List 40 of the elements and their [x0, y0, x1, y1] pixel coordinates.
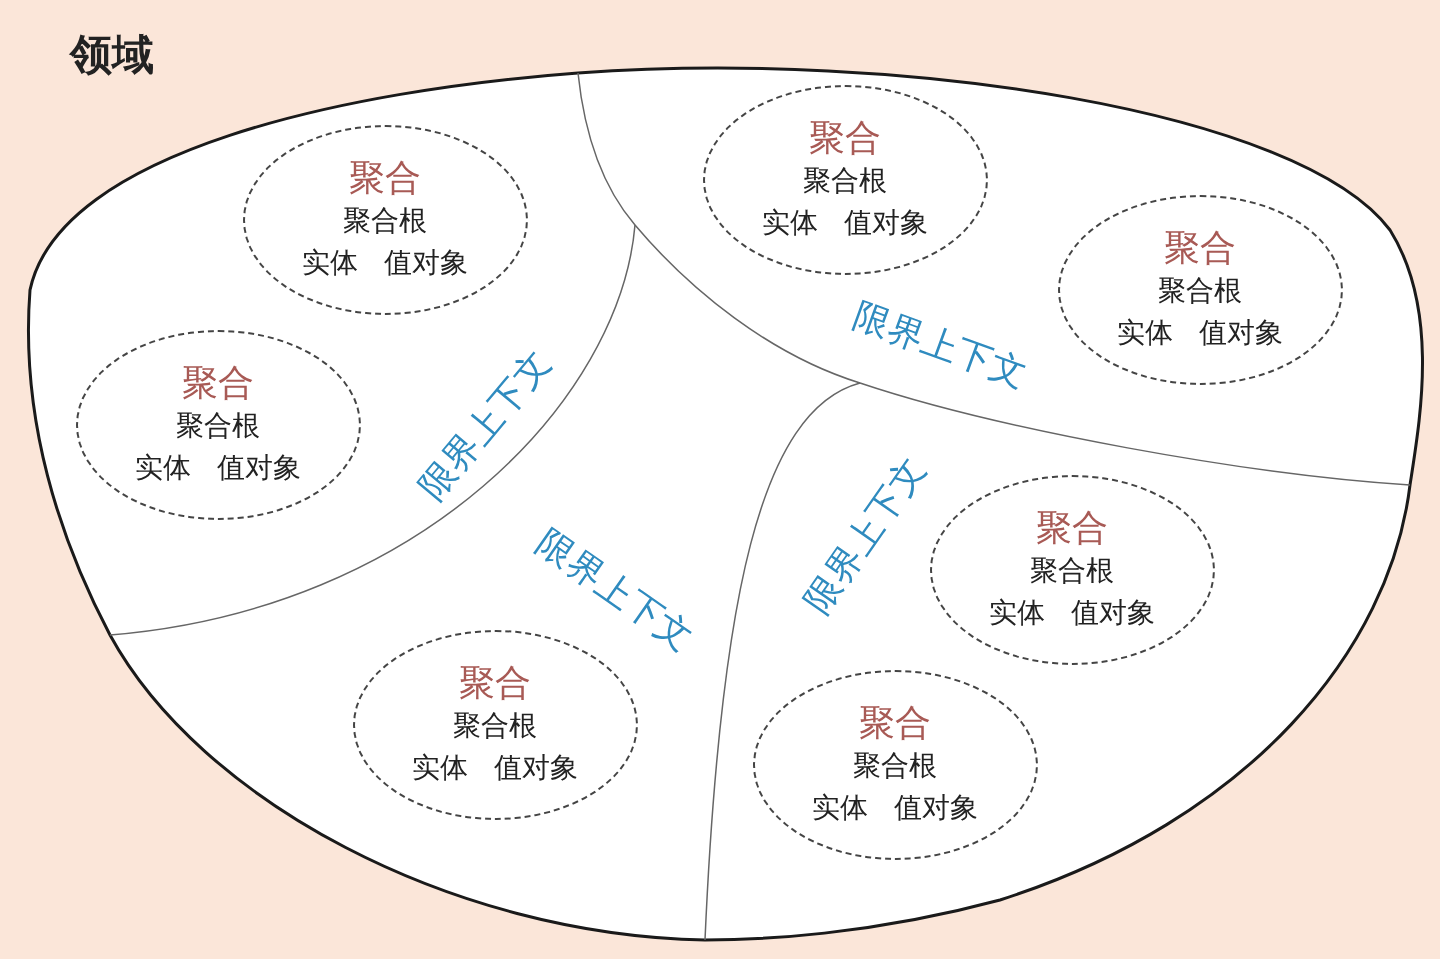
context-label: 限界上下文 [796, 449, 934, 621]
context-label: 限界上下文 [529, 521, 701, 659]
value-object-label: 值对象 [384, 245, 468, 281]
aggregate-title: 聚合 [349, 156, 421, 200]
aggregate-ellipse [75, 330, 361, 520]
entity-label: 实体 [412, 750, 468, 786]
aggregate-root-label: 聚合根 [803, 163, 887, 199]
aggregate-ellipse [929, 475, 1215, 665]
aggregate-ellipse [352, 630, 638, 820]
value-object-label: 值对象 [1071, 595, 1155, 631]
entity-label: 实体 [812, 790, 868, 826]
aggregate-root-label: 聚合根 [453, 708, 537, 744]
value-object-label: 值对象 [1199, 315, 1283, 351]
entity-label: 实体 [1117, 315, 1173, 351]
entity-label: 实体 [135, 450, 191, 486]
aggregate-ellipse [242, 125, 528, 315]
aggregate-root-label: 聚合根 [1158, 273, 1242, 309]
aggregate-ellipse [702, 85, 988, 275]
entity-label: 实体 [762, 205, 818, 241]
aggregate-ellipse [752, 670, 1038, 860]
aggregate-title: 聚合 [459, 661, 531, 705]
aggregate-root-label: 聚合根 [176, 408, 260, 444]
domain-title: 领域 [70, 30, 154, 80]
aggregate-title: 聚合 [182, 361, 254, 405]
aggregate-title: 聚合 [809, 116, 881, 160]
aggregate-title: 聚合 [859, 701, 931, 745]
aggregate-root-label: 聚合根 [1030, 553, 1114, 589]
value-object-label: 值对象 [217, 450, 301, 486]
context-label: 限界上下文 [411, 342, 559, 508]
value-object-label: 值对象 [494, 750, 578, 786]
aggregate-title: 聚合 [1036, 506, 1108, 550]
value-object-label: 值对象 [844, 205, 928, 241]
value-object-label: 值对象 [894, 790, 978, 826]
context-label: 限界上下文 [848, 294, 1032, 396]
aggregate-ellipse [1057, 195, 1343, 385]
aggregate-root-label: 聚合根 [343, 203, 427, 239]
entity-label: 实体 [989, 595, 1045, 631]
aggregate-title: 聚合 [1164, 226, 1236, 270]
aggregate-root-label: 聚合根 [853, 748, 937, 784]
entity-label: 实体 [302, 245, 358, 281]
